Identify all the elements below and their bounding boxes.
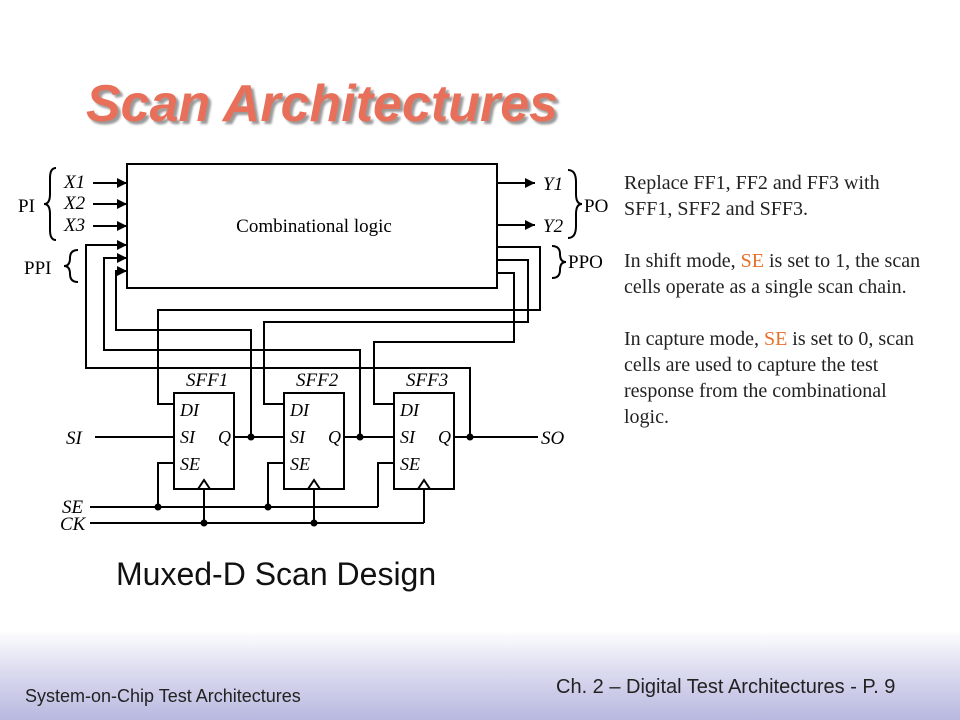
- input-x3-label: X3: [63, 215, 85, 236]
- footer-band: [0, 630, 960, 720]
- sff3-di: DI: [399, 400, 420, 420]
- output-y2-label: Y2: [543, 216, 564, 237]
- description-paragraph-1: Replace FF1, FF2 and FF3 with SFF1, SFF2…: [624, 172, 880, 220]
- description-paragraph-3: In capture mode, SE is set to 0, scan ce…: [624, 326, 924, 430]
- description-paragraph-2: In shift mode, SE is set to 1, the scan …: [624, 248, 924, 300]
- po-label: PO: [584, 196, 608, 217]
- sff2-name: SFF2: [296, 370, 339, 391]
- sff2-q: Q: [328, 427, 341, 447]
- se-label: SE: [62, 497, 84, 518]
- sff2-si: SI: [290, 427, 306, 447]
- diagram-caption: Muxed-D Scan Design: [116, 556, 437, 592]
- sff3-name: SFF3: [406, 370, 448, 391]
- p3-text-after: is set to 0, scan cells are used to capt…: [624, 328, 914, 428]
- sff1-q: Q: [218, 427, 231, 447]
- sff2-di: DI: [289, 400, 310, 420]
- slide-title: Scan Architectures: [86, 75, 559, 133]
- footer-chapter-page: Ch. 2 – Digital Test Architectures - P. …: [556, 676, 896, 698]
- ppo-label: PPO: [568, 252, 603, 273]
- p2-text-before: In shift mode,: [624, 250, 741, 272]
- sff1-name: SFF1: [186, 370, 228, 391]
- sff2-se: SE: [290, 454, 310, 474]
- sff1-se: SE: [180, 454, 200, 474]
- pi-label: PI: [18, 196, 35, 217]
- input-x1-label: X1: [63, 172, 85, 193]
- si-label: SI: [66, 428, 84, 449]
- combinational-logic-label: Combinational logic: [236, 216, 392, 237]
- sff3-si: SI: [400, 427, 416, 447]
- ck-label: CK: [60, 514, 87, 535]
- input-x2-label: X2: [63, 193, 86, 214]
- description: Replace FF1, FF2 and FF3 with SFF1, SFF2…: [624, 170, 924, 456]
- sff3-q: Q: [438, 427, 451, 447]
- ppi-label: PPI: [24, 258, 51, 279]
- p2-highlight-se: SE: [740, 250, 764, 272]
- footer-book-title: System-on-Chip Test Architectures: [25, 686, 301, 706]
- sff3-se: SE: [400, 454, 420, 474]
- p3-text-before: In capture mode,: [624, 328, 764, 350]
- so-label: SO: [541, 428, 565, 449]
- p2-text-after: is set to 1, the scan cells operate as a…: [624, 250, 921, 298]
- sff1-si: SI: [180, 427, 196, 447]
- scan-diagram: Combinational logic PI PPI PO PPO X1 X2 …: [18, 163, 608, 535]
- p3-highlight-se: SE: [763, 328, 788, 350]
- sff1-di: DI: [179, 400, 200, 420]
- output-y1-label: Y1: [543, 174, 563, 195]
